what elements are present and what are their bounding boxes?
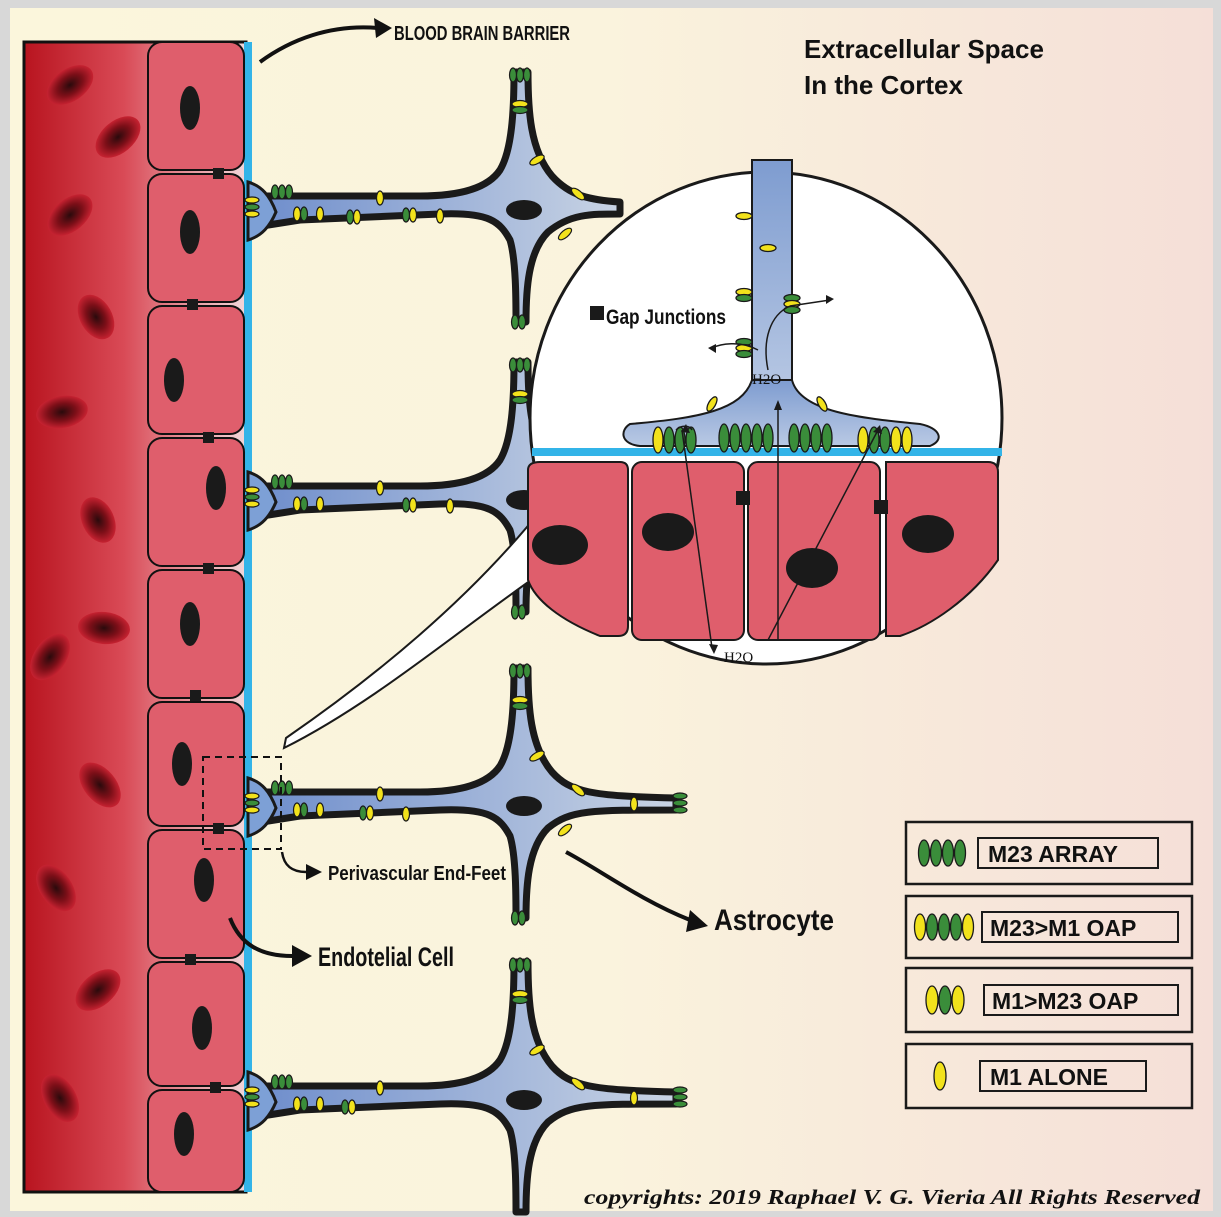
astrocyte-label: Astrocyte — [714, 904, 834, 937]
gap-junction — [190, 690, 201, 701]
nucleus — [180, 86, 200, 130]
bbb-label: BLOOD BRAIN BARRIER — [394, 23, 570, 45]
m1-alone-icon — [934, 1062, 946, 1090]
inset-gap-junction — [874, 500, 888, 514]
legend-label-m23-m1-oap: M23>M1 OAP — [990, 915, 1136, 941]
endothelial-cell — [148, 306, 244, 434]
gap-junction — [203, 563, 214, 574]
inset-nucleus — [642, 513, 694, 551]
gap-junction — [210, 1082, 221, 1093]
inset-gap-junction — [736, 491, 750, 505]
h2o-upper-label: H2O — [752, 372, 781, 388]
inset-nucleus — [532, 525, 588, 565]
endothelial-cell — [148, 438, 244, 566]
legend-label-m23-array: M23 ARRAY — [988, 841, 1118, 867]
nucleus — [180, 602, 200, 646]
gap-junction — [213, 823, 224, 834]
copyright-text: copyrights: 2019 Raphael V. G. Vieria Al… — [584, 1185, 1201, 1209]
gap-junction — [185, 954, 196, 965]
endothelial-cell — [148, 702, 244, 826]
legend-label-m1-m23-oap: M1>M23 OAP — [992, 988, 1138, 1014]
gap-junction — [213, 168, 224, 179]
endothelial-cell — [148, 1090, 244, 1192]
nucleus — [206, 466, 226, 510]
title-line-2: In the Cortex — [804, 70, 963, 100]
gap-junctions-label: Gap Junctions — [606, 306, 726, 329]
endothelial-label: Endotelial Cell — [318, 942, 454, 972]
inset-endothelial-cell — [632, 462, 744, 640]
nucleus — [164, 358, 184, 402]
nucleus — [172, 742, 192, 786]
inset-astrocyte-process — [752, 160, 792, 400]
inset-nucleus — [786, 548, 838, 588]
nucleus — [180, 210, 200, 254]
inset-nucleus — [902, 515, 954, 553]
m1-m23-oap-icon — [926, 986, 964, 1014]
end-feet-label: Perivascular End-Feet — [328, 863, 506, 885]
gap-junction — [203, 432, 214, 443]
nucleus — [192, 1006, 212, 1050]
m23-m1-oap-icon — [915, 914, 974, 940]
nucleus — [174, 1112, 194, 1156]
gap-junction-icon — [590, 306, 604, 320]
legend-label-m1-alone: M1 ALONE — [990, 1064, 1108, 1090]
gap-junction — [187, 299, 198, 310]
nucleus — [194, 858, 214, 902]
title-line-1: Extracellular Space — [804, 34, 1044, 64]
h2o-lower-label: H2O — [724, 650, 753, 666]
